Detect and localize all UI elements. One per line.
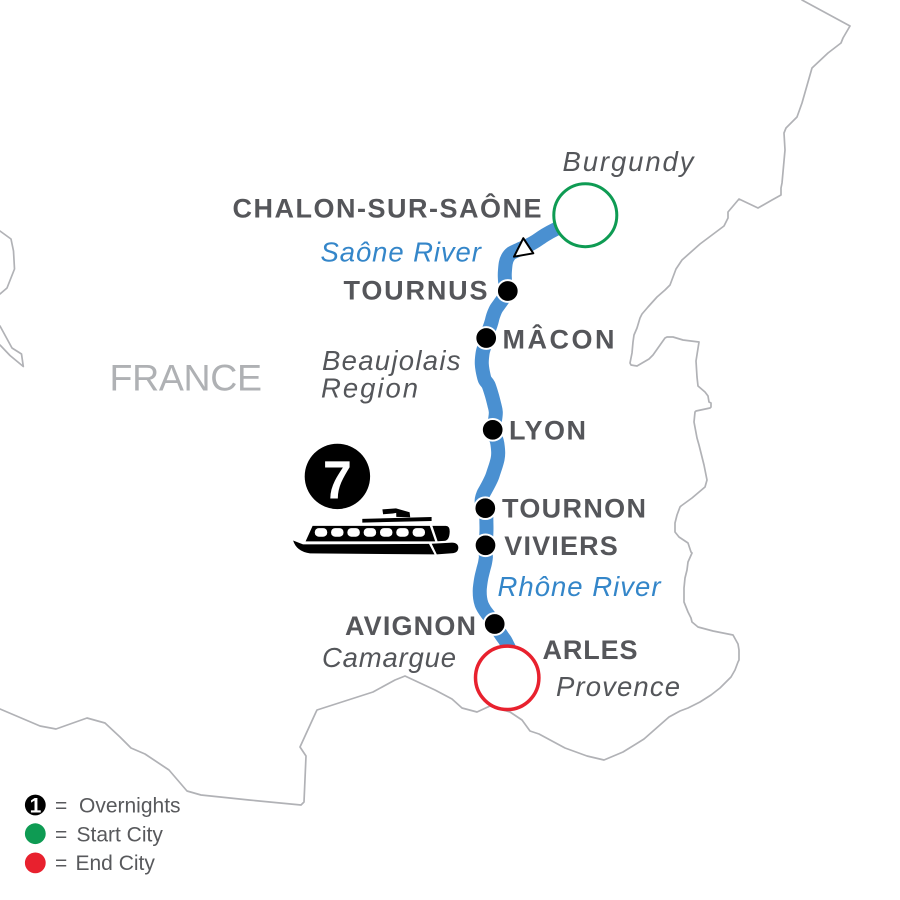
svg-text:Rhône River: Rhône River xyxy=(498,571,663,602)
svg-text:Camargue: Camargue xyxy=(322,642,456,673)
svg-text:End City: End City xyxy=(76,852,156,875)
svg-text:=: = xyxy=(55,795,67,818)
svg-text:TOURNUS: TOURNUS xyxy=(344,276,488,306)
svg-text:Saône River: Saône River xyxy=(321,237,483,268)
svg-text:Burgundy: Burgundy xyxy=(563,146,696,177)
svg-text:TOURNON: TOURNON xyxy=(502,494,646,524)
svg-text:AVIGNON: AVIGNON xyxy=(345,611,476,641)
svg-text:Start City: Start City xyxy=(77,823,164,846)
svg-text:VIVIERS: VIVIERS xyxy=(504,531,618,561)
svg-text:1: 1 xyxy=(30,795,42,818)
svg-text:FRANCE: FRANCE xyxy=(110,357,263,399)
svg-text:Region: Region xyxy=(321,373,418,404)
svg-text:7: 7 xyxy=(323,451,352,511)
svg-text:=: = xyxy=(55,852,67,875)
svg-text:Beaujolais: Beaujolais xyxy=(322,345,461,376)
svg-text:LYON: LYON xyxy=(509,416,586,446)
svg-text:CHALON-SUR-SAÔNE: CHALON-SUR-SAÔNE xyxy=(233,193,542,224)
svg-text:ARLES: ARLES xyxy=(543,635,638,665)
svg-text:Provence: Provence xyxy=(556,671,680,702)
svg-text:Overnights: Overnights xyxy=(79,795,181,818)
svg-text:=: = xyxy=(55,823,67,846)
svg-text:MÂCON: MÂCON xyxy=(503,324,615,355)
